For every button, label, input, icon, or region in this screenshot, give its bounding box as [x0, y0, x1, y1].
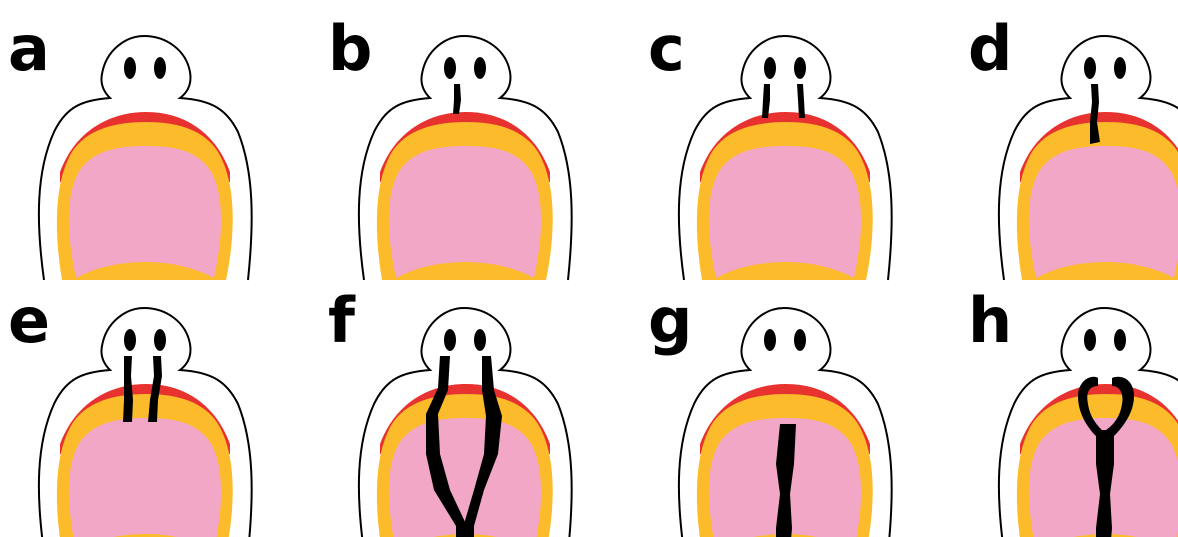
- cleft-mark: [123, 356, 133, 422]
- cleft-mark: [762, 84, 770, 118]
- panel-label: c: [648, 12, 685, 85]
- face-diagram: [999, 36, 1178, 280]
- nostril-right: [474, 329, 486, 351]
- panel-label: a: [8, 12, 50, 85]
- panel-label: d: [968, 12, 1012, 85]
- nostril-right: [794, 329, 806, 351]
- nostril-right: [1114, 57, 1126, 79]
- panel-d: d: [968, 12, 1178, 280]
- palate-region: [389, 418, 541, 537]
- panel-label: h: [968, 284, 1012, 357]
- nostril-right: [474, 57, 486, 79]
- panel-b: b: [328, 12, 572, 280]
- panel-label: e: [8, 284, 50, 357]
- nostril-left: [444, 57, 456, 79]
- face-diagram: [39, 308, 252, 537]
- palate-region: [709, 146, 861, 278]
- nostril-left: [764, 57, 776, 79]
- nostril-right: [154, 329, 166, 351]
- palate-region: [69, 146, 221, 278]
- nostril-left: [764, 329, 776, 351]
- nostril-left: [1084, 329, 1096, 351]
- nostril-left: [1084, 57, 1096, 79]
- nostril-left: [444, 329, 456, 351]
- panel-c: c: [648, 12, 892, 280]
- face-diagram: [679, 36, 892, 280]
- palate-region: [1029, 146, 1178, 278]
- panel-label: g: [648, 284, 692, 357]
- face-diagram: [999, 308, 1178, 537]
- panel-h: h: [968, 284, 1178, 537]
- face-diagram: [359, 36, 572, 280]
- panel-f: f: [328, 284, 572, 537]
- panel-label: f: [328, 284, 356, 357]
- face-diagram: [39, 36, 252, 280]
- nostril-right: [154, 57, 166, 79]
- nostril-left: [124, 57, 136, 79]
- face-diagram: [679, 308, 892, 537]
- palate-region: [69, 418, 221, 537]
- panel-label: b: [328, 12, 372, 85]
- panel-a: a: [8, 12, 252, 280]
- nostril-left: [124, 329, 136, 351]
- palate-region: [389, 146, 541, 278]
- nostril-right: [794, 57, 806, 79]
- face-diagram: [359, 308, 572, 537]
- panel-g: g: [648, 284, 892, 537]
- cleft-mark: [453, 84, 461, 114]
- panel-e: e: [8, 284, 252, 537]
- nostril-right: [1114, 329, 1126, 351]
